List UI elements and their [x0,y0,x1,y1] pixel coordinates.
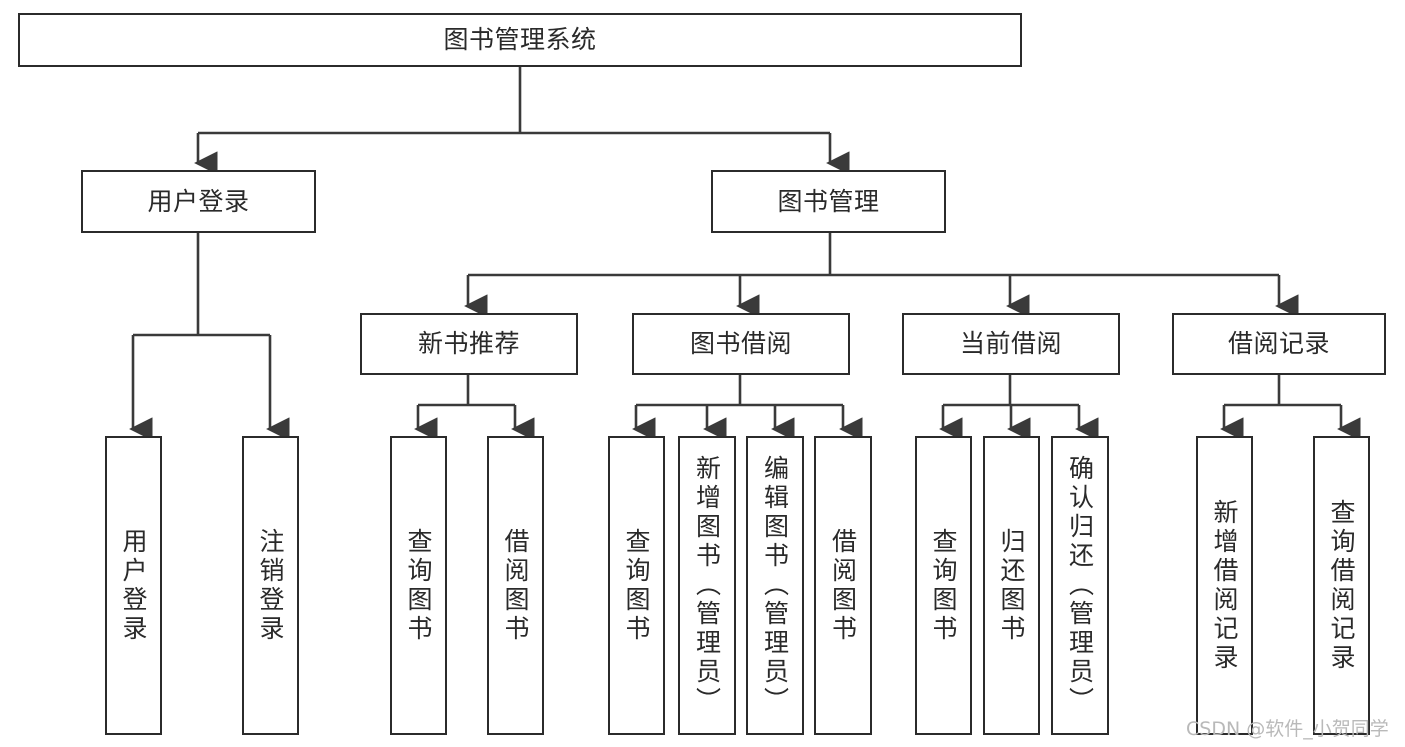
node-book-borrow-label: 图书借阅 [689,329,792,359]
node-leaf-edit-book[interactable]: 编辑图书（管理员） [746,436,804,735]
node-root[interactable]: 图书管理系统 [18,13,1022,67]
watermark: CSDN @软件_小贺同学 [1186,718,1389,740]
node-book-borrow[interactable]: 图书借阅 [632,313,850,375]
node-user-login[interactable]: 用户登录 [81,170,316,233]
node-leaf-borrow-book-1-label: 借阅图书 [501,527,530,644]
node-borrow-record[interactable]: 借阅记录 [1172,313,1386,375]
node-leaf-borrow-book-2[interactable]: 借阅图书 [814,436,872,735]
node-leaf-confirm-return-label: 确认归还（管理员） [1065,455,1095,716]
node-leaf-user-login[interactable]: 用户登录 [105,436,162,735]
node-current-borrow-label: 当前借阅 [959,329,1062,359]
node-leaf-user-login-label: 用户登录 [119,527,148,644]
node-leaf-confirm-return[interactable]: 确认归还（管理员） [1051,436,1109,735]
node-new-book-recommend[interactable]: 新书推荐 [360,313,578,375]
node-new-book-recommend-label: 新书推荐 [417,329,520,359]
node-leaf-add-record-label: 新增借阅记录 [1210,498,1239,673]
node-leaf-query-record[interactable]: 查询借阅记录 [1313,436,1370,735]
node-leaf-add-record[interactable]: 新增借阅记录 [1196,436,1253,735]
node-leaf-query-record-label: 查询借阅记录 [1327,498,1356,673]
node-leaf-return-book[interactable]: 归还图书 [983,436,1040,735]
node-root-label: 图书管理系统 [443,25,597,55]
node-leaf-return-book-label: 归还图书 [997,527,1026,644]
node-book-manage-label: 图书管理 [777,186,880,216]
node-leaf-query-book-1-label: 查询图书 [404,527,433,644]
node-user-login-label: 用户登录 [147,186,250,216]
node-book-manage[interactable]: 图书管理 [711,170,946,233]
node-leaf-user-logout-label: 注销登录 [256,527,285,644]
node-leaf-user-logout[interactable]: 注销登录 [242,436,299,735]
node-leaf-add-book-label: 新增图书（管理员） [692,455,722,716]
node-leaf-borrow-book-1[interactable]: 借阅图书 [487,436,544,735]
node-leaf-edit-book-label: 编辑图书（管理员） [760,455,790,716]
node-leaf-query-book-1[interactable]: 查询图书 [390,436,447,735]
node-current-borrow[interactable]: 当前借阅 [902,313,1120,375]
node-leaf-query-book-2-label: 查询图书 [622,527,651,644]
node-leaf-add-book[interactable]: 新增图书（管理员） [678,436,736,735]
node-leaf-borrow-book-2-label: 借阅图书 [828,527,858,644]
node-leaf-query-book-2[interactable]: 查询图书 [608,436,665,735]
node-borrow-record-label: 借阅记录 [1227,329,1330,359]
node-leaf-query-book-3[interactable]: 查询图书 [915,436,972,735]
node-leaf-query-book-3-label: 查询图书 [929,527,958,644]
